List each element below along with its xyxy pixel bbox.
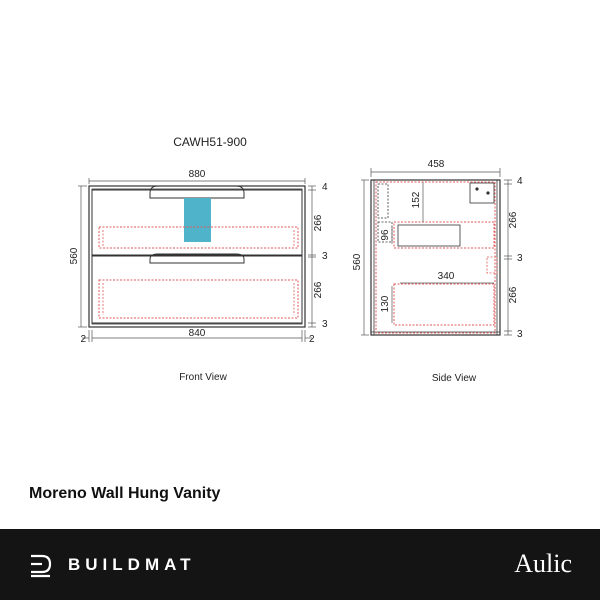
model-code: CAWH51-900 xyxy=(173,135,247,149)
side-overall-height-dim: 560 xyxy=(352,253,363,270)
right-side-thickness-dim: 2 xyxy=(309,334,315,345)
product-title: Moreno Wall Hung Vanity xyxy=(29,485,221,502)
technical-drawing: CAWH51-900 880 560 xyxy=(69,135,523,384)
lower-drawer-depth-dim: 340 xyxy=(438,271,455,282)
cutout-offset-dim: 96 xyxy=(380,229,391,241)
buildmat-logo-icon xyxy=(31,554,52,578)
cutout-height-dim: 152 xyxy=(411,191,422,208)
upper-drawer-front xyxy=(91,189,303,256)
side-mid-gap-dim: 3 xyxy=(517,253,523,264)
brand-footer: BUILDMAT Aulic xyxy=(0,529,600,600)
lower-drawer-box-hidden xyxy=(98,279,299,319)
upper-pull-recess xyxy=(149,185,245,199)
buildmat-brand: BUILDMAT xyxy=(28,552,196,578)
side-carcass-hidden xyxy=(375,181,496,334)
lower-pull-recess xyxy=(149,253,245,264)
side-upper-drawer-dim: 266 xyxy=(508,211,519,228)
side-lower-drawer-box xyxy=(393,283,495,326)
side-view-label: Side View xyxy=(432,373,477,384)
side-upper-drawer-inner xyxy=(397,224,461,247)
buildmat-wordmark: BUILDMAT xyxy=(68,555,196,574)
front-view-label: Front View xyxy=(179,372,227,383)
front-lower-drawer-dim: 266 xyxy=(313,281,324,298)
front-view: 880 560 4 266 3 266 3 840 2 2 Front View xyxy=(69,169,328,383)
basin-cutout xyxy=(184,198,211,242)
side-bottom-gap-dim: 3 xyxy=(517,329,523,340)
front-bottom-gap-dim: 3 xyxy=(322,319,328,330)
front-overall-height-dim: 560 xyxy=(69,247,80,264)
side-top-gap-dim: 4 xyxy=(517,176,523,187)
side-trap-block xyxy=(377,221,393,243)
lower-drawer-height-dim: 130 xyxy=(380,295,391,312)
inner-width-dim: 840 xyxy=(189,328,206,339)
upper-drawer-box-hidden xyxy=(98,226,299,249)
side-overall-depth-dim: 458 xyxy=(428,159,445,170)
side-view: 152 96 340 130 458 560 4 266 3 266 3 Sid… xyxy=(352,159,523,384)
lower-drawer-front xyxy=(91,255,303,324)
front-mid-gap-dim: 3 xyxy=(322,251,328,262)
aulic-wordmark: Aulic xyxy=(514,549,572,578)
plumbing-cutout xyxy=(377,183,389,219)
overall-width-dim: 880 xyxy=(189,169,206,180)
left-side-thickness-dim: 2 xyxy=(80,334,86,345)
front-upper-drawer-dim: 266 xyxy=(313,214,324,231)
side-cabinet-outline xyxy=(370,179,501,336)
front-top-gap-dim: 4 xyxy=(322,182,328,193)
side-upper-drawer-box xyxy=(393,221,495,249)
side-lower-drawer-dim: 266 xyxy=(508,286,519,303)
wall-bracket xyxy=(469,182,495,204)
